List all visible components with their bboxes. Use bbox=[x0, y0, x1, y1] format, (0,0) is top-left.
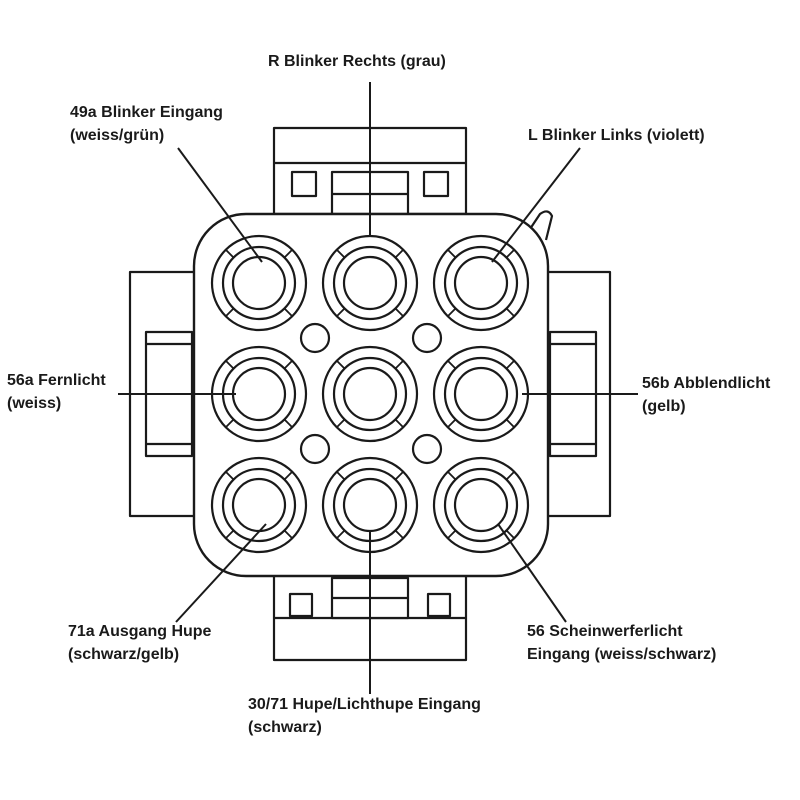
pin-cavity-top-right bbox=[432, 234, 530, 332]
leader-49a bbox=[177, 147, 263, 263]
alignment-holes bbox=[299, 322, 443, 465]
label-56b-abblendlicht: 56b Abblendlicht (gelb) bbox=[642, 375, 771, 415]
label-56-scheinwerferlicht: 56 Scheinwerferlicht Eingang (weiss/schw… bbox=[527, 623, 717, 663]
label-r-blinker-rechts: R Blinker Rechts (grau) bbox=[268, 53, 446, 70]
label-56a-fernlicht: 56a Fernlicht (weiss) bbox=[7, 372, 106, 412]
label-71a-ausgang-hupe: 71a Ausgang Hupe (schwarz/gelb) bbox=[68, 623, 212, 663]
pin-cavity-bottom-center bbox=[321, 456, 419, 554]
label-30-71-hupe-lichthupe: 30/71 Hupe/Lichthupe Eingang (schwarz) bbox=[248, 696, 481, 736]
pin-cavities bbox=[210, 234, 530, 554]
leader-lines bbox=[118, 82, 638, 694]
pin-cavity-bottom-left bbox=[210, 456, 308, 554]
pin-cavity-top-center bbox=[321, 234, 419, 332]
label-49a-blinker-eingang: 49a Blinker Eingang (weiss/grün) bbox=[70, 104, 223, 144]
pin-cavity-middle-center bbox=[321, 345, 419, 443]
pin-cavity-bottom-right bbox=[432, 456, 530, 554]
leader-56 bbox=[497, 523, 567, 623]
pin-cavity-middle-right bbox=[432, 345, 530, 443]
pin-cavity-top-left bbox=[210, 234, 308, 332]
leader-71a bbox=[175, 523, 267, 623]
label-l-blinker-links: L Blinker Links (violett) bbox=[528, 127, 705, 144]
leader-l-blinker bbox=[491, 147, 581, 263]
